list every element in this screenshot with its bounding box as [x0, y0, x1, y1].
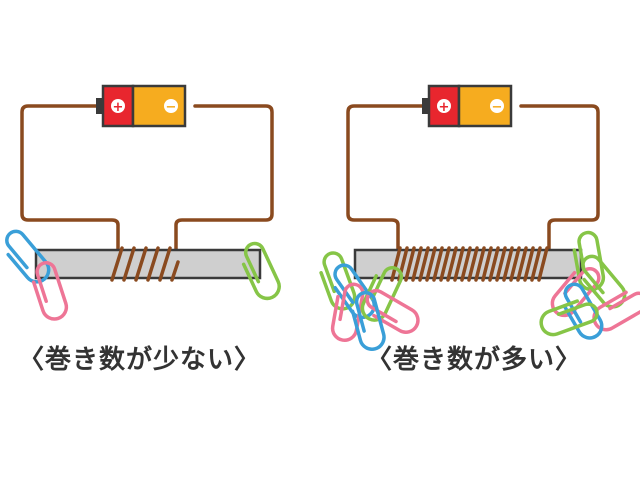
paper-clip-icon: [241, 241, 281, 301]
negative-terminal-label: −: [166, 100, 177, 115]
paper-clip-icon: [572, 230, 606, 292]
coil-icon: [390, 246, 549, 282]
caption-few-turns: 〈巻き数が少ない〉: [18, 345, 262, 375]
battery-icon: + −: [96, 84, 187, 128]
negative-terminal-label: −: [492, 100, 503, 115]
wire-left: [20, 104, 120, 252]
caption-many-turns: 〈巻き数が多い〉: [366, 345, 583, 375]
panel-few-turns: + −: [5, 84, 281, 321]
paper-clip-icon: [539, 299, 599, 337]
battery-icon: + −: [422, 84, 513, 128]
wire-left: [346, 104, 428, 252]
wire-right: [519, 104, 600, 264]
positive-terminal-label: +: [113, 100, 124, 115]
positive-terminal-label: +: [439, 100, 450, 115]
iron-core-icon: [34, 248, 262, 280]
paper-clip-icon: [592, 290, 640, 332]
paper-clip-icon: [562, 282, 604, 340]
coil-icon: [110, 246, 180, 282]
panel-many-turns: + −: [319, 84, 640, 351]
paper-clip-icon: [360, 266, 404, 322]
paper-clip-icon: [350, 290, 386, 351]
paper-clip-icon: [31, 261, 69, 321]
paper-clip-icon: [365, 288, 420, 334]
wire-right: [174, 104, 274, 264]
